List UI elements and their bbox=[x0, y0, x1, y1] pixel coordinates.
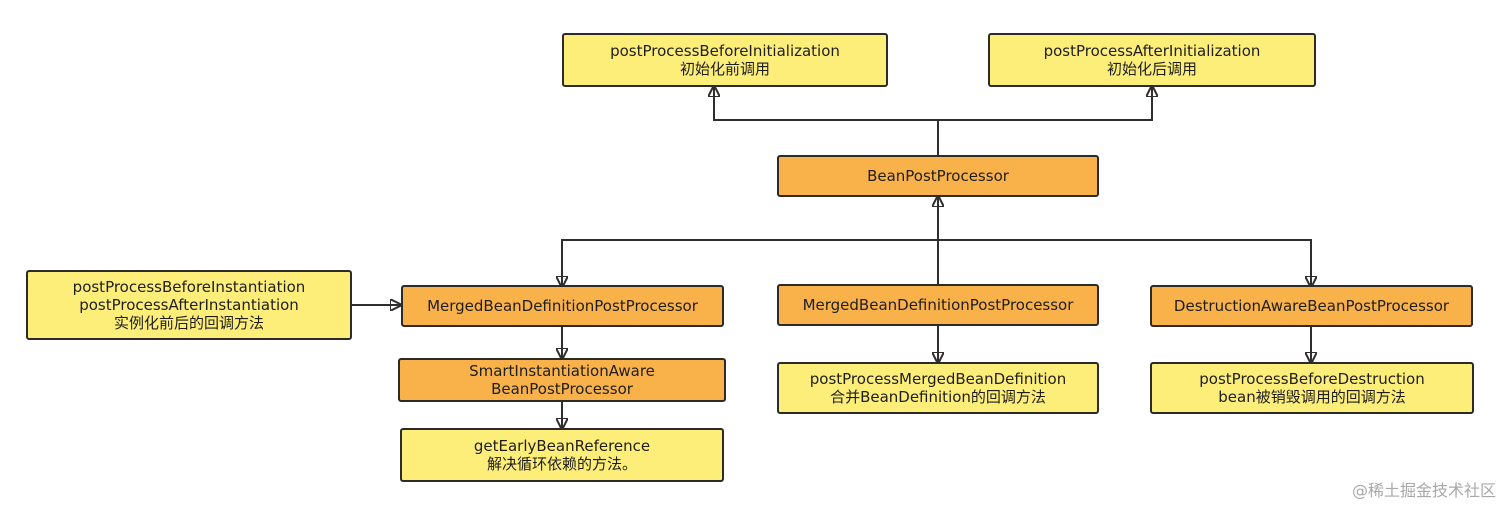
node-line: postProcessAfterInstantiation bbox=[79, 296, 299, 314]
node-line: postProcessBeforeInstantiation bbox=[72, 278, 306, 296]
node-instantiation-methods: postProcessBeforeInstantiation postProce… bbox=[26, 270, 352, 340]
node-get-early-bean-reference: getEarlyBeanReference 解决循环依赖的方法。 bbox=[400, 428, 724, 482]
node-post-process-before-destruction: postProcessBeforeDestruction bean被销毁调用的回… bbox=[1150, 362, 1474, 414]
node-line: postProcessAfterInitialization bbox=[1043, 42, 1261, 60]
edge-branch-to-merged-left bbox=[562, 239, 938, 286]
node-smart-instantiation-aware: SmartInstantiationAware BeanPostProcesso… bbox=[398, 358, 726, 402]
node-line: BeanPostProcessor bbox=[867, 167, 1009, 185]
node-before-initialization: postProcessBeforeInitialization 初始化前调用 bbox=[562, 33, 888, 87]
edge-bpp-to-before-init bbox=[714, 87, 939, 155]
node-line: bean被销毁调用的回调方法 bbox=[1218, 388, 1406, 406]
node-line: 初始化后调用 bbox=[1106, 60, 1197, 78]
watermark: @稀土掘金技术社区 bbox=[1351, 481, 1496, 500]
node-line: SmartInstantiationAware bbox=[469, 362, 655, 380]
node-line: postProcessBeforeDestruction bbox=[1199, 370, 1425, 388]
edge-bpp-to-after-init bbox=[938, 87, 1152, 121]
node-bean-post-processor: BeanPostProcessor bbox=[777, 155, 1099, 197]
node-merged-bean-definition-post-processor-middle: MergedBeanDefinitionPostProcessor bbox=[777, 284, 1099, 326]
node-after-initialization: postProcessAfterInitialization 初始化后调用 bbox=[988, 33, 1316, 87]
node-line: 合并BeanDefinition的回调方法 bbox=[830, 388, 1046, 406]
node-line: DestructionAwareBeanPostProcessor bbox=[1173, 297, 1450, 315]
node-line: 解决循环依赖的方法。 bbox=[486, 455, 637, 473]
node-destruction-aware-bean-post-processor: DestructionAwareBeanPostProcessor bbox=[1150, 285, 1473, 327]
node-line: getEarlyBeanReference bbox=[473, 437, 651, 455]
node-line: BeanPostProcessor bbox=[491, 380, 633, 398]
node-line: MergedBeanDefinitionPostProcessor bbox=[802, 296, 1074, 314]
node-line: 初始化前调用 bbox=[679, 60, 770, 78]
node-line: postProcessMergedBeanDefinition bbox=[809, 370, 1067, 388]
node-line: 实例化前后的回调方法 bbox=[113, 314, 264, 332]
node-line: postProcessBeforeInitialization bbox=[610, 42, 840, 60]
node-line: MergedBeanDefinitionPostProcessor bbox=[427, 297, 698, 315]
edge-branch-to-destruction-aware bbox=[938, 239, 1311, 286]
node-post-process-merged-bean-definition: postProcessMergedBeanDefinition 合并BeanDe… bbox=[777, 362, 1099, 414]
node-merged-bean-definition-post-processor-left: MergedBeanDefinitionPostProcessor bbox=[401, 285, 724, 327]
